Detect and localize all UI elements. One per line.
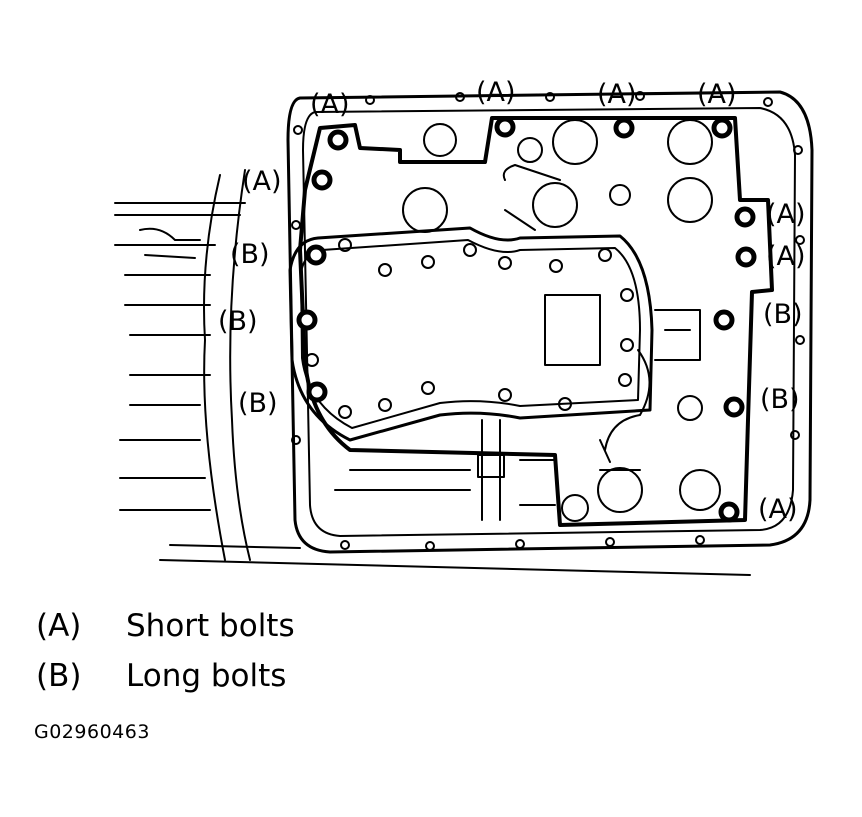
bolt-a-8 bbox=[718, 501, 740, 523]
valve-body-drawing: (A) (A) (A) (A) (A) (A) (A) (B) (B) (B) … bbox=[114, 77, 814, 576]
callout-a-6: (A) bbox=[766, 199, 806, 230]
flange-bolt-holes bbox=[291, 91, 805, 551]
bolt-b-2 bbox=[296, 309, 318, 331]
valve-body bbox=[298, 116, 774, 527]
callout-a-7: (A) bbox=[766, 241, 806, 272]
bolt-b-4 bbox=[713, 309, 735, 331]
callout-a-4: (A) bbox=[697, 79, 737, 110]
callout-a-1: (A) bbox=[310, 89, 350, 120]
callout-a-2: (A) bbox=[476, 77, 516, 108]
transmission-housing bbox=[114, 169, 751, 576]
legend-row-b: (B) Long bolts bbox=[36, 658, 286, 694]
bolt-a-5 bbox=[311, 169, 333, 191]
bolt-a-7 bbox=[735, 246, 757, 268]
legend-code-a: (A) bbox=[36, 608, 82, 644]
callout-labels: (A) (A) (A) (A) (A) (A) (A) (B) (B) (B) … bbox=[218, 77, 806, 525]
legend-row-a: (A) Short bolts bbox=[36, 608, 295, 644]
callout-b-3: (B) bbox=[238, 388, 278, 419]
valve-body-bolts bbox=[296, 116, 757, 523]
bolt-a-1 bbox=[327, 129, 349, 151]
bolt-a-2 bbox=[494, 116, 516, 138]
callout-a-8: (A) bbox=[758, 494, 798, 525]
callout-b-2: (B) bbox=[218, 306, 258, 337]
callout-b-4: (B) bbox=[763, 299, 803, 330]
callout-a-5: (A) bbox=[242, 166, 282, 197]
legend-text-a: Short bolts bbox=[126, 608, 295, 644]
bolt-a-3 bbox=[613, 117, 635, 139]
callout-a-3: (A) bbox=[597, 79, 637, 110]
bolt-a-4 bbox=[711, 117, 733, 139]
callout-b-1: (B) bbox=[230, 239, 270, 270]
strainer-holes bbox=[305, 238, 634, 419]
legend-text-b: Long bolts bbox=[126, 658, 287, 694]
bolt-b-5 bbox=[723, 396, 745, 418]
bolt-b-1 bbox=[305, 244, 327, 266]
callout-b-5: (B) bbox=[760, 384, 800, 415]
bolt-b-3 bbox=[306, 381, 328, 403]
oil-strainer bbox=[288, 226, 654, 451]
pan-flange bbox=[286, 90, 814, 554]
figure-id: G02960463 bbox=[34, 721, 150, 743]
bolt-a-6 bbox=[734, 206, 756, 228]
legend-code-b: (B) bbox=[36, 658, 82, 694]
